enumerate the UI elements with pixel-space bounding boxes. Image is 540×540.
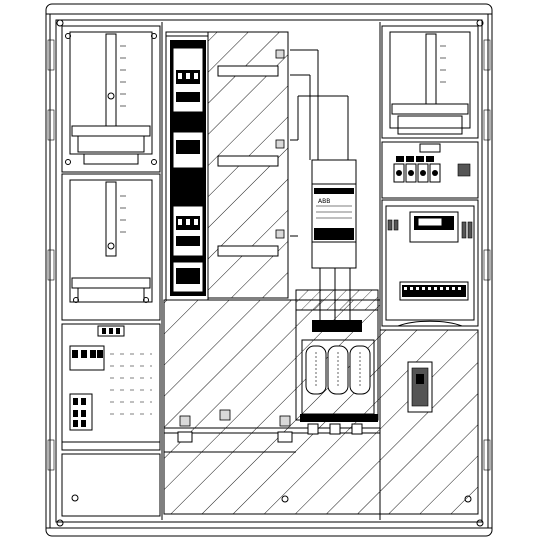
fuse-strip-column: [165, 31, 285, 301]
terminal-panel-left: [61, 323, 161, 451]
terminal-rail-right: [381, 141, 479, 199]
abb-label: ABB: [318, 198, 330, 205]
wall-switch-right: [407, 361, 433, 413]
main-switch: [295, 289, 379, 435]
divider-lines: [164, 329, 478, 453]
blank-panel-bottom-left: [61, 453, 161, 517]
busbar-area: [163, 31, 479, 515]
meter-panel-top-right: [381, 25, 479, 139]
control-module-right: [381, 199, 479, 327]
screw-icon: [56, 19, 484, 527]
abb-device: ABB: [311, 159, 357, 269]
meter-panel-top-left: [61, 25, 161, 173]
cabinet-frame: [45, 3, 493, 537]
meter-panel-middle-left: [61, 173, 161, 321]
